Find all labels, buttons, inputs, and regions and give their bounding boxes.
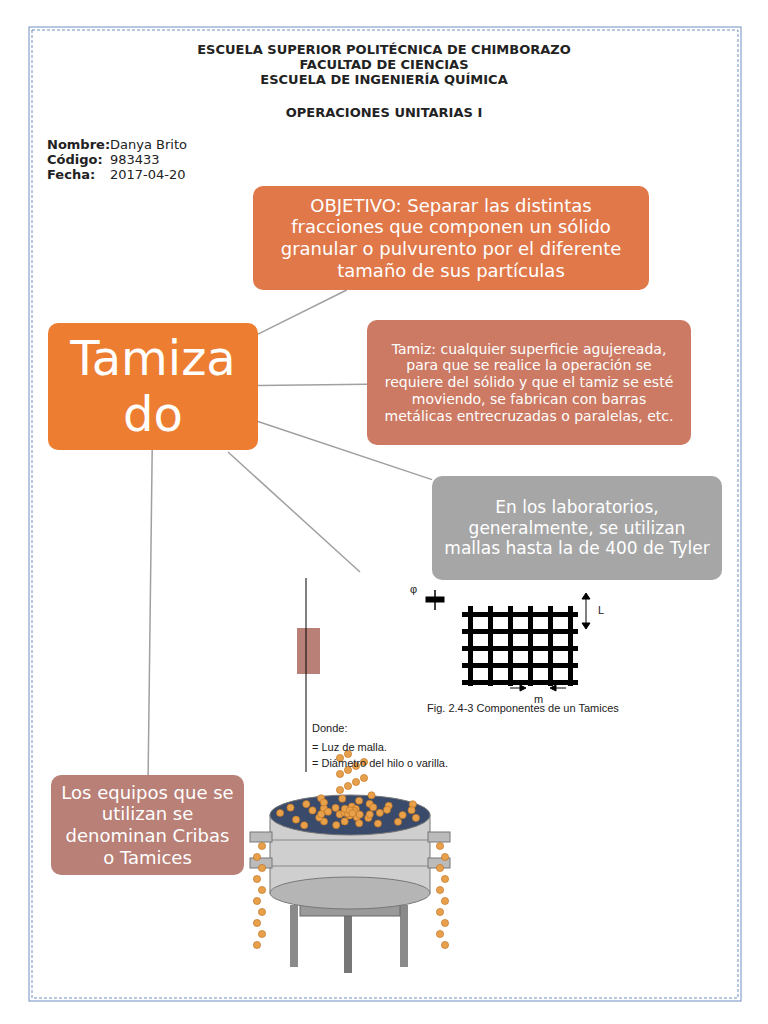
- figure-label: Donde:: [312, 722, 347, 734]
- node-text: OBJETIVO: Separar las distintas fraccion…: [265, 195, 637, 281]
- leader-line: [228, 452, 360, 572]
- main-topic-box: Tamizado: [48, 323, 258, 450]
- connector-line: [258, 384, 367, 385]
- figure-edge: [306, 578, 307, 772]
- node-text: Tamizado: [56, 331, 250, 441]
- node-text: Tamiz: cualquier superficie agujereada, …: [377, 341, 681, 425]
- concept-box: Tamiz: cualquier superficie agujereada, …: [367, 320, 691, 445]
- dimension-marks: [426, 590, 590, 691]
- figure-label: L: [598, 604, 604, 616]
- student-field: 2017-04-20: [110, 167, 186, 182]
- figure-label: Fig. 2.4-3 Componentes de un Tamices: [427, 702, 619, 714]
- grains: [253, 750, 448, 948]
- concept-box: En los laboratorios, generalmente, se ut…: [432, 476, 722, 580]
- figure-label: φ: [410, 583, 417, 595]
- student-field: Código:: [47, 152, 103, 167]
- figure-label: = Luz de malla.: [312, 741, 387, 753]
- concept-box: OBJETIVO: Separar las distintas fraccion…: [253, 186, 649, 290]
- page-border: [29, 27, 741, 1001]
- student-field: Danya Brito: [110, 137, 187, 152]
- node-text: En los laboratorios, generalmente, se ut…: [442, 497, 712, 558]
- hidden-box: [297, 628, 320, 674]
- sieve-machine: [250, 795, 450, 973]
- figure-label: = Diámetro del hilo o varilla.: [312, 757, 448, 769]
- school-title: ESCUELA SUPERIOR POLITÉCNICA DE CHIMBORA…: [0, 42, 768, 57]
- node-text: Los equipos que se utilizan se denominan…: [59, 782, 236, 868]
- header-line: OPERACIONES UNITARIAS I: [0, 105, 768, 120]
- mesh-grid: [462, 606, 578, 686]
- page-border: [32, 30, 738, 998]
- connector-line: [258, 290, 347, 334]
- student-field: 983433: [110, 152, 160, 167]
- concept-box: Los equipos que se utilizan se denominan…: [51, 775, 244, 875]
- connector-line: [148, 450, 152, 775]
- header-line: FACULTAD DE CIENCIAS: [0, 57, 768, 72]
- student-field: Fecha:: [47, 167, 95, 182]
- header-line: ESCUELA DE INGENIERÍA QUÍMICA: [0, 72, 768, 87]
- student-field: Nombre:: [47, 137, 110, 152]
